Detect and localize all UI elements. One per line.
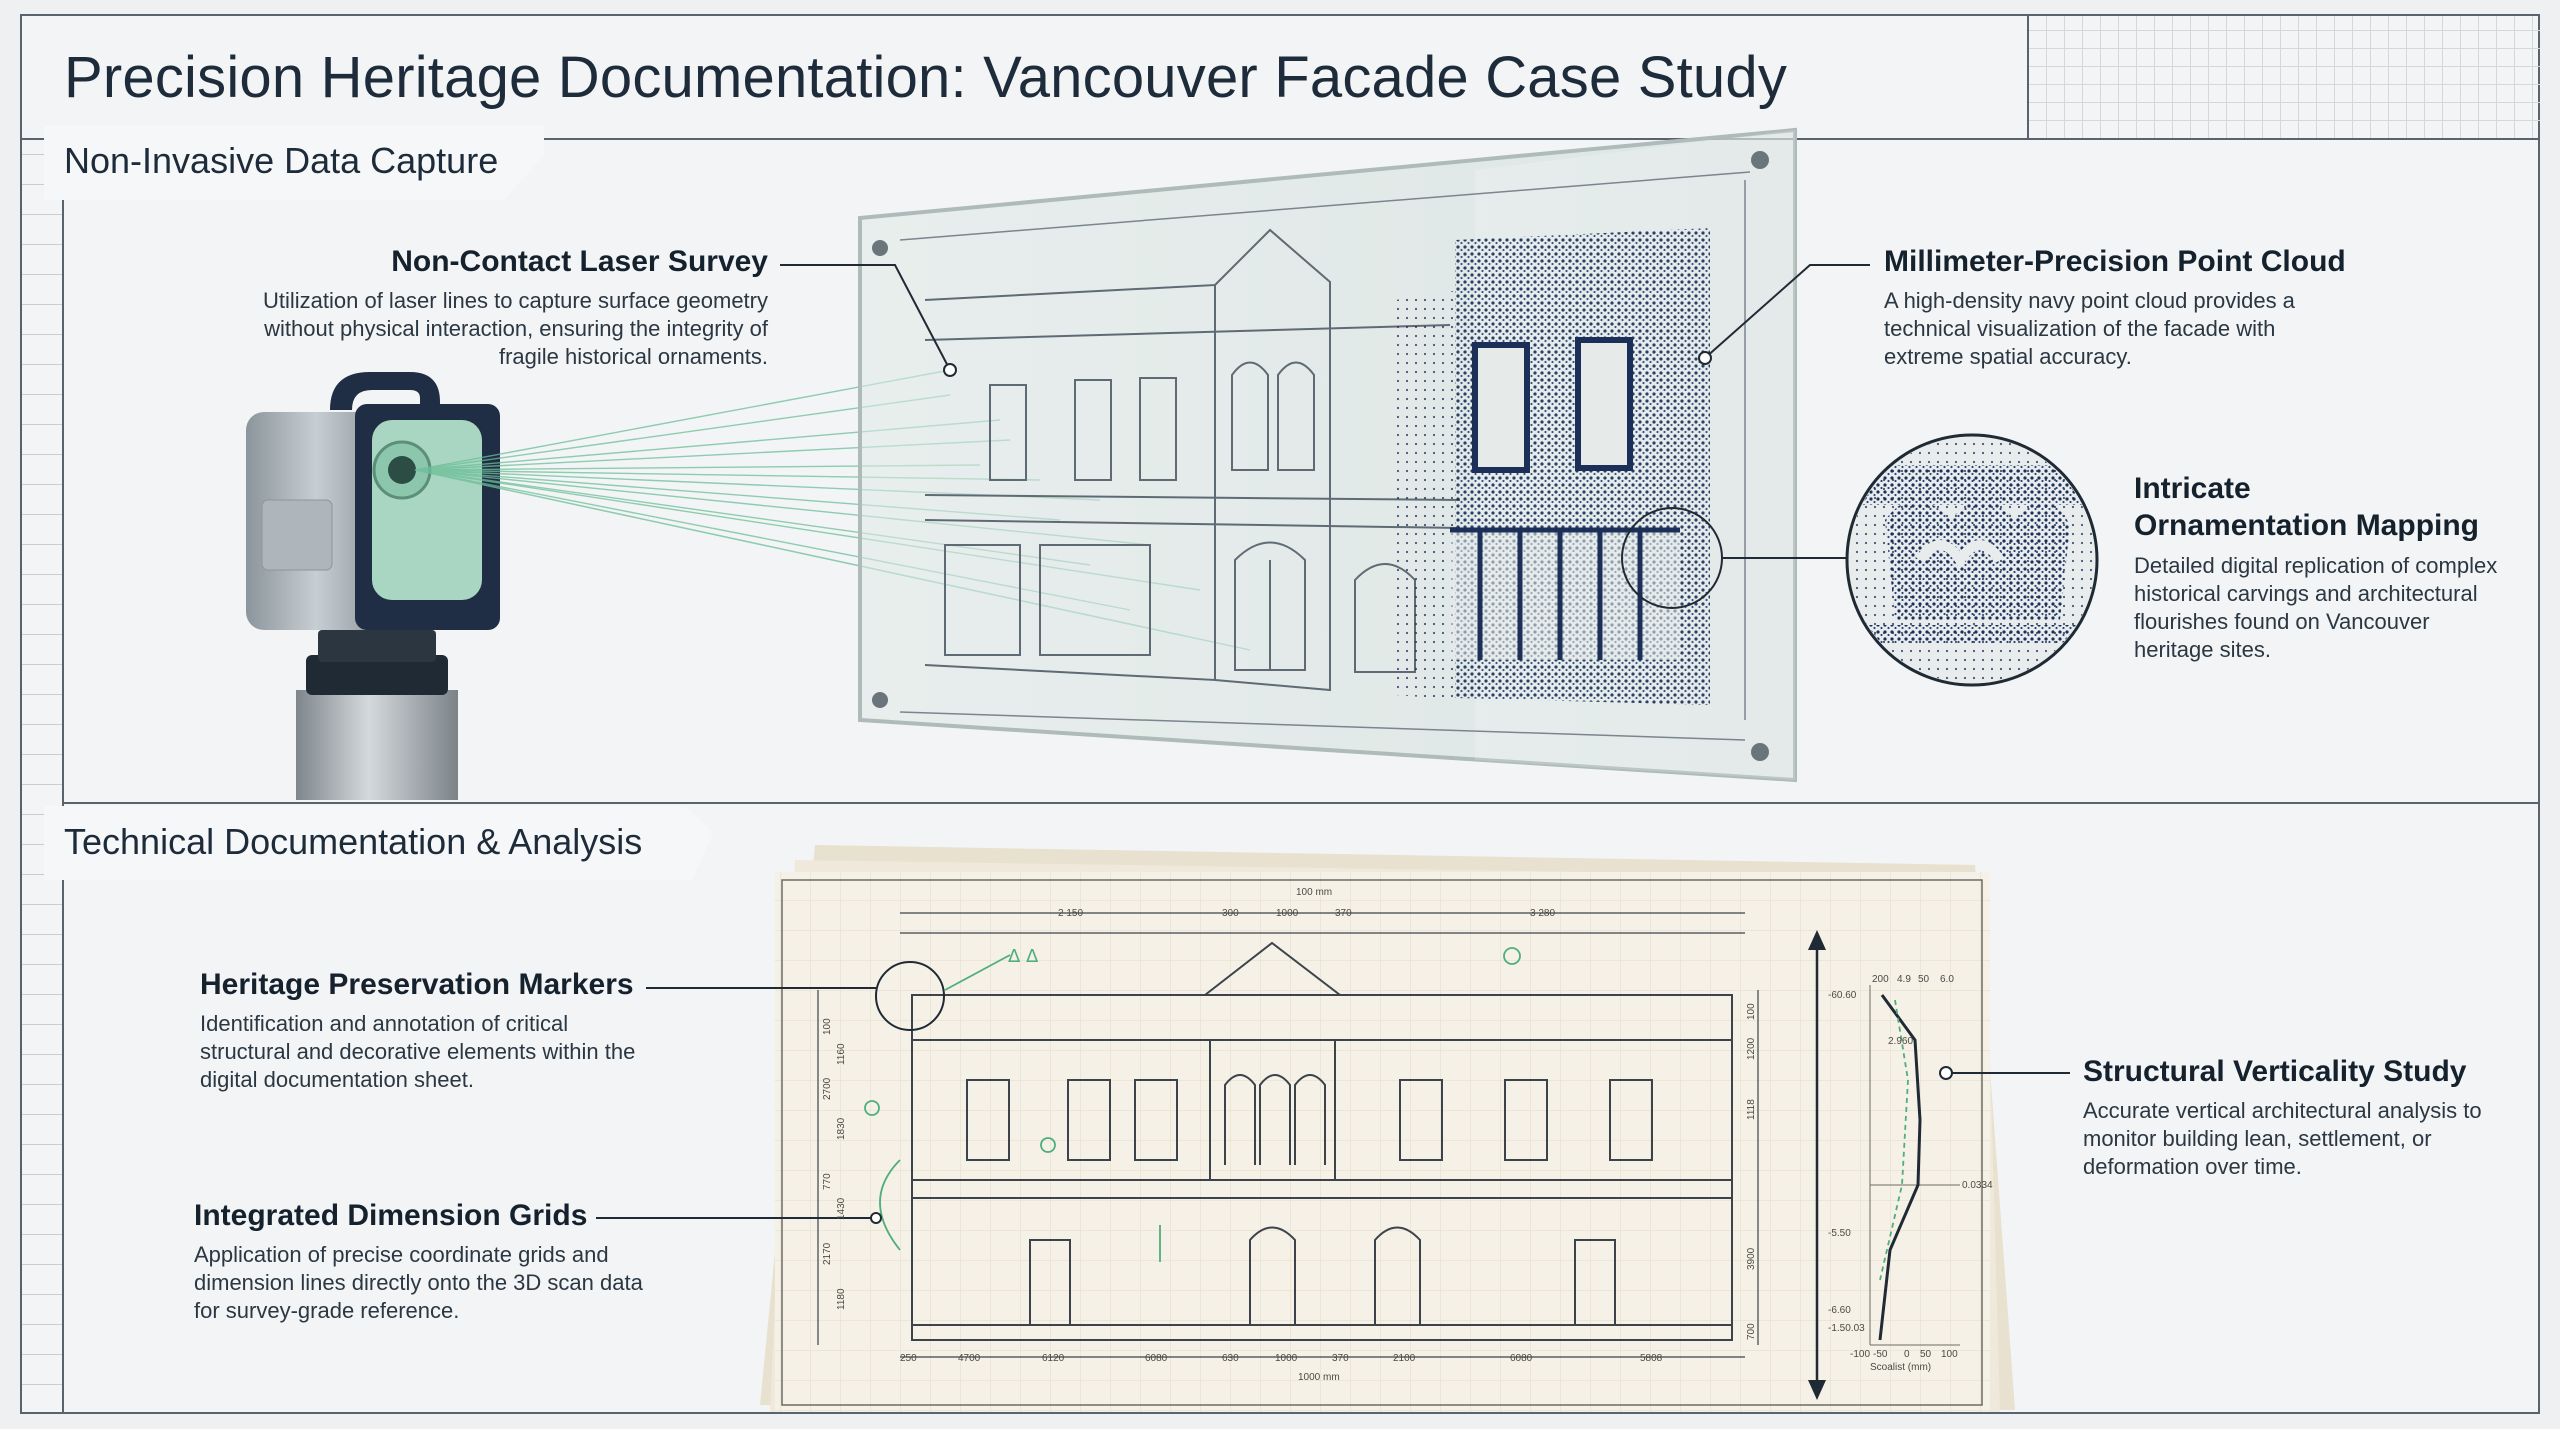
dimension-bottom-label: 370 [1332,1353,1349,1364]
dimension-left-label: 2170 [822,1242,833,1265]
page-title: Precision Heritage Documentation: Vancou… [64,45,1788,110]
graph-x-label: -100 [1850,1349,1871,1360]
section-divider [64,802,2540,804]
callout-verticality-study: Structural Verticality Study Accurate ve… [2083,1055,2503,1181]
dimension-top-label: 1000 [1276,908,1299,919]
dimension-right-label: 1200 [1746,1037,1757,1060]
dimension-right-label: 100 [1746,1003,1757,1020]
section-tab-data-capture: Non-Invasive Data Capture [44,126,544,200]
graph-x-label: 100 [1941,1349,1958,1360]
dimension-right-label: 700 [1746,1323,1757,1340]
graph-y-label: -1.50.03 [1828,1323,1865,1334]
callout-heading-line1: Intricate [2134,472,2251,505]
dimension-left-label: 100 [822,1018,833,1035]
title-grid-decoration [2027,16,2540,140]
graph-mid-label: 0.0334 [1962,1180,1993,1191]
graph-x-axis-label: Scoalist (mm) [1870,1362,1932,1373]
preservation-annotations: Δ Δ [864,946,1521,1262]
graph-top-label: 200 [1872,974,1889,985]
title-bar: Precision Heritage Documentation: Vancou… [22,16,2027,140]
dimension-bottom-label: 6120 [1042,1353,1065,1364]
dimension-right-label: 1118 [1746,1099,1757,1120]
callout-heading: Non-Contact Laser Survey [391,245,768,278]
top-leader-lines [780,264,1870,609]
callout-body: Detailed digital replication of complex … [2134,553,2498,662]
graph-y-label: -6.60 [1828,1305,1851,1316]
dimension-bottom-label: 2100 [1393,1353,1416,1364]
graph-y-label: -60.60 [1828,990,1857,1001]
graph-top-label: 50 [1918,974,1930,985]
dimension-overall-bottom: 1000 mm [1298,1372,1340,1383]
dimension-bottom-label: 6080 [1510,1353,1533,1364]
dimension-right-label: 3900 [1746,1247,1757,1270]
callout-body: Utilization of laser lines to capture su… [262,288,768,369]
dimension-bottom-label: 1000 [1275,1353,1298,1364]
graph-y-label: -5.50 [1828,1228,1851,1239]
callout-heading: Structural Verticality Study [2083,1055,2467,1088]
callout-body: Identification and annotation of critica… [200,1011,636,1092]
dimension-left-label: 1430 [836,1197,847,1220]
dimension-top-label: 370 [1335,908,1352,919]
callout-ornamentation: Intricate Ornamentation Mapping Detailed… [2134,470,2514,664]
graph-mid-label: 2.960 [1888,1036,1914,1047]
blueprint-sheet [760,845,2015,1412]
dimension-bottom-label: 5808 [1640,1353,1663,1364]
blueprint-facade [817,912,1759,1358]
dimension-top-label: 3 280 [1530,908,1556,919]
dimension-bottom-label: 6080 [1145,1353,1168,1364]
glass-scan-panel [858,127,1797,783]
callout-heading: Heritage Preservation Markers [200,968,634,1001]
dimension-top-label: 300 [1222,908,1239,919]
dimension-left-label: 1160 [836,1043,847,1065]
dimension-bottom-label: 630 [1222,1353,1239,1364]
point-cloud [1395,228,1710,705]
callout-heading-line2: Ornamentation Mapping [2134,509,2479,542]
dimension-left-label: 1180 [836,1288,847,1310]
callout-body: A high-density navy point cloud provides… [1884,288,2295,369]
bottom-leader-lines [596,961,2070,1224]
dimension-top-label: 2 150 [1058,908,1084,919]
callout-body: Accurate vertical architectural analysis… [2083,1098,2482,1179]
callout-body: Application of precise coordinate grids … [194,1242,643,1323]
graph-x-label: 50 [1920,1349,1932,1360]
callout-laser-survey: Non-Contact Laser Survey Utilization of … [200,245,768,371]
graph-x-label: -50 [1873,1349,1888,1360]
callout-dimension-grids: Integrated Dimension Grids Application o… [194,1199,644,1325]
side-ruler [22,140,64,1414]
dimension-left-label: 2700 [822,1077,833,1100]
callout-heading: Millimeter-Precision Point Cloud [1884,245,2346,278]
callout-preservation-markers: Heritage Preservation Markers Identifica… [200,968,640,1094]
graph-top-label: 4.9 [1897,974,1911,985]
svg-text:Δ Δ: Δ Δ [1008,946,1039,967]
dimension-left-label: 770 [822,1173,833,1190]
section-tab-documentation: Technical Documentation & Analysis [44,806,712,880]
callout-heading: Integrated Dimension Grids [194,1199,588,1232]
ornament-magnifier [1845,433,2099,687]
dimension-bottom-label: 250 [900,1353,917,1364]
dimension-left-label: 1830 [836,1117,847,1140]
graph-top-label: 6.0 [1940,974,1954,985]
dimension-bottom-label: 4700 [958,1353,981,1364]
laser-scanner-illustration [246,372,500,800]
callout-point-cloud: Millimeter-Precision Point Cloud A high-… [1884,245,2354,371]
dimension-overall-top: 100 mm [1296,887,1333,898]
verticality-graph [1808,930,1960,1400]
graph-x-label: 0 [1904,1349,1910,1360]
